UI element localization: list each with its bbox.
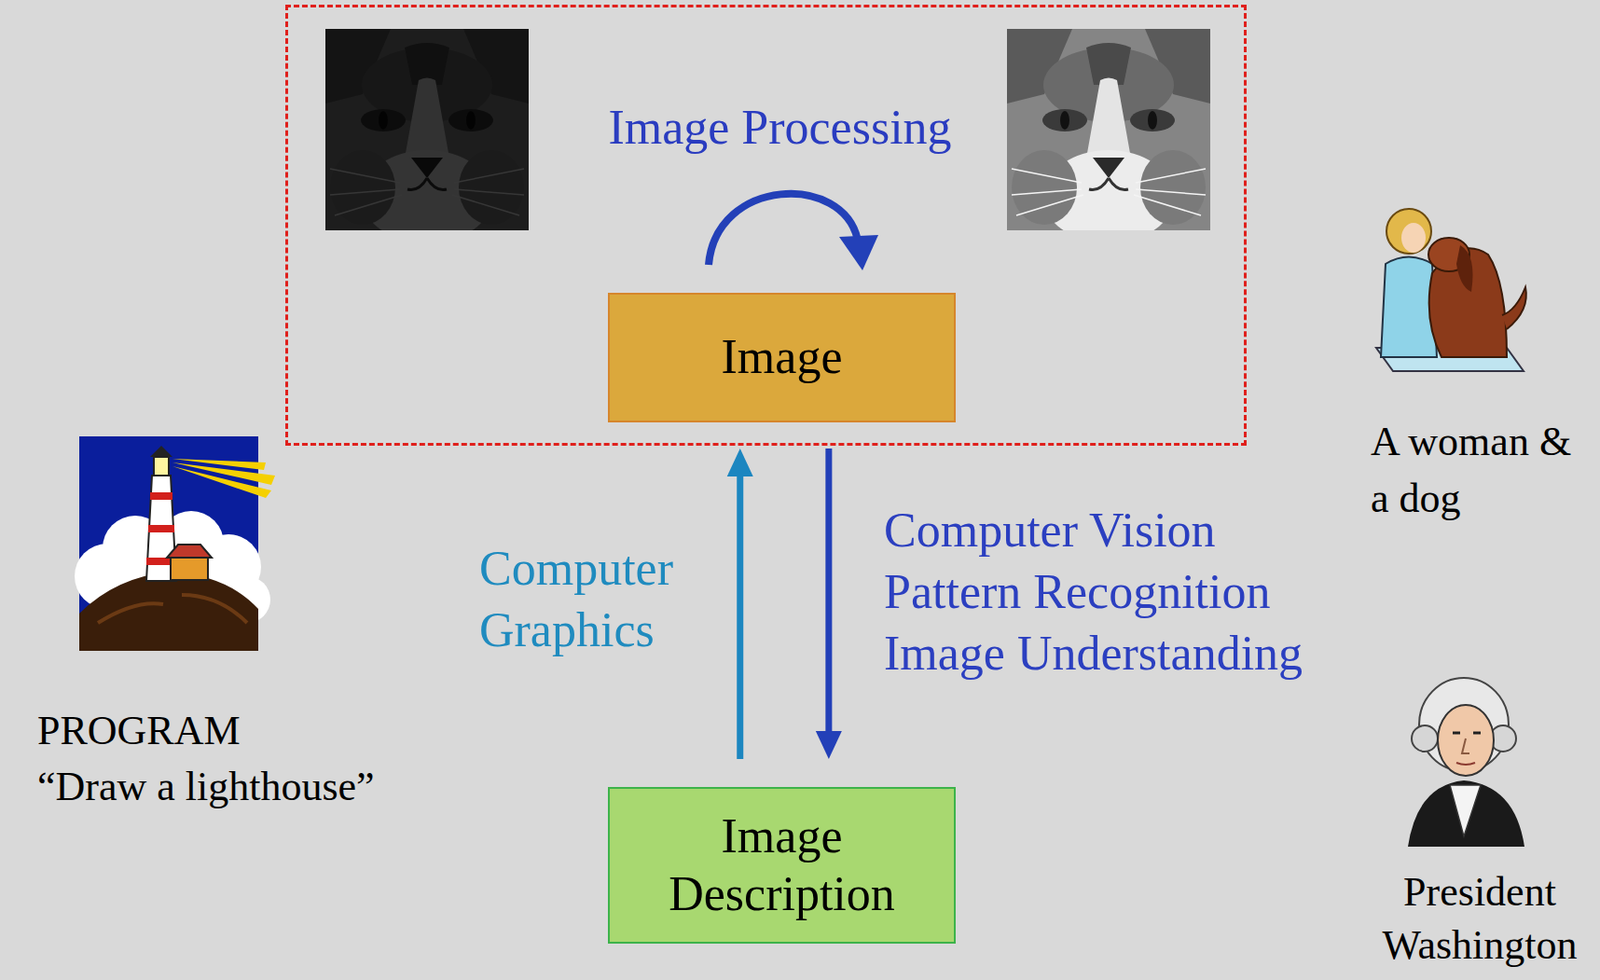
- lighthouse-clipart: [74, 436, 276, 651]
- woman-dog-clipart: [1386, 208, 1432, 254]
- dark-cat-photo: [325, 28, 529, 244]
- washington-clipart: [1452, 731, 1481, 735]
- lighthouse-clipart: [150, 492, 173, 500]
- edge-label: Computer Graphics: [479, 537, 694, 662]
- bright-cat-photo: [1006, 28, 1211, 244]
- washington-clipart: [1449, 785, 1481, 837]
- arrow-head: [727, 448, 754, 477]
- curved-arrow: [708, 193, 879, 271]
- region-title: Image Processing: [325, 98, 1235, 157]
- box-label: Image: [721, 328, 843, 387]
- curved-arrow: [708, 193, 858, 265]
- lighthouse-clipart: [150, 445, 173, 457]
- washington-clipart: [1462, 738, 1470, 754]
- dashed-region: Image ProcessingImage: [285, 4, 1247, 446]
- lighthouse-clipart: [79, 571, 259, 651]
- washington-clipart: [1407, 677, 1525, 847]
- woman-dog-clipart: [1401, 222, 1426, 253]
- dark-cat-photo: [325, 28, 529, 244]
- washington-clipart: [1437, 704, 1494, 776]
- box-label: Image Description: [633, 807, 932, 925]
- lighthouse-clipart: [153, 456, 169, 476]
- arrow-shaft: [736, 474, 744, 759]
- woman-dog-clipart: [1456, 245, 1474, 292]
- caption-label: PROGRAM: [37, 706, 241, 757]
- dark-cat-photo: [325, 28, 529, 231]
- edge-label: Computer Vision Pattern Recognition Imag…: [883, 499, 1346, 685]
- woman-dog-clipart: [1376, 208, 1527, 372]
- arrow-shaft: [825, 448, 832, 733]
- curved-arrow: [839, 234, 879, 271]
- flow-arrow: [815, 448, 842, 759]
- arrow-head: [815, 731, 842, 759]
- caption-label: A woman & a dog: [1370, 413, 1590, 527]
- lighthouse-clipart: [170, 555, 208, 580]
- washington-clipart: [1407, 780, 1525, 847]
- process-box: Image Description: [607, 786, 956, 944]
- process-box: Image: [607, 292, 956, 423]
- caption-label: President Washington: [1372, 865, 1587, 972]
- lighthouse-clipart: [97, 594, 248, 623]
- washington-clipart: [1411, 725, 1438, 752]
- flow-arrow: [727, 448, 754, 759]
- woman-dog-clipart: [1502, 287, 1527, 330]
- bright-cat-photo: [1006, 28, 1211, 244]
- lighthouse-clipart: [148, 524, 175, 533]
- lighthouse-clipart: [166, 544, 212, 558]
- lighthouse-clipart: [172, 458, 266, 470]
- caption-label: “Draw a lighthouse”: [37, 762, 375, 813]
- lighthouse-clipart: [172, 466, 272, 498]
- washington-clipart: [1456, 762, 1476, 765]
